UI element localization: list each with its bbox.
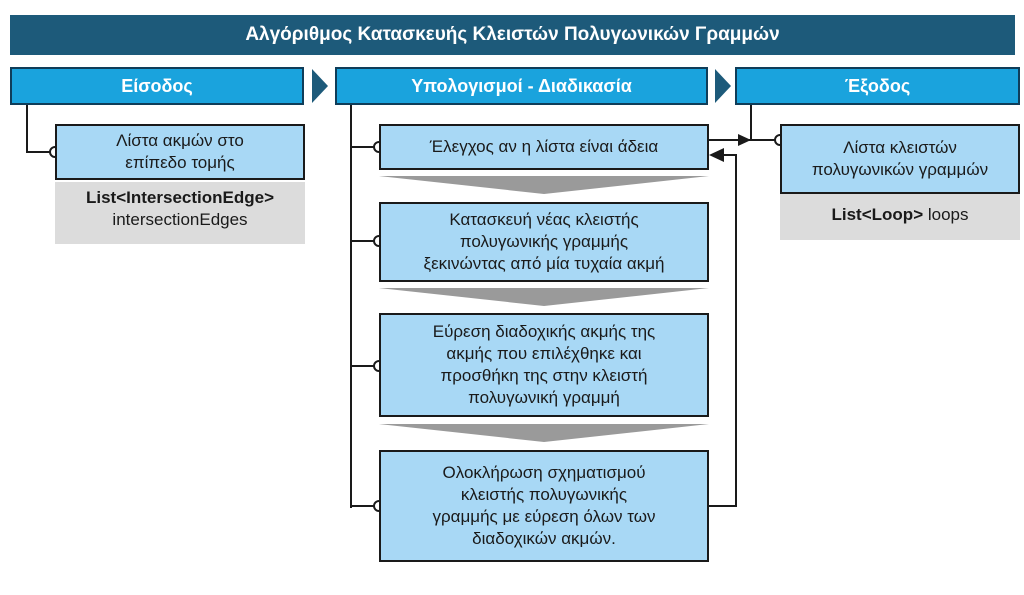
- input-line: επίπεδο τομής: [125, 153, 235, 172]
- down-arrow-icon: [379, 424, 709, 442]
- step-line: ξεκινώντας από μία τυχαία ακμή: [423, 254, 665, 273]
- step-line: προσθήκη της στην κλειστή: [440, 366, 648, 385]
- output-box: Λίστα κλειστών πολυγωνικών γραμμών: [780, 124, 1020, 194]
- loop-back-arrowhead: [709, 148, 724, 162]
- input-connector: [26, 105, 55, 153]
- input-line: Λίστα ακμών στο: [116, 131, 244, 150]
- step-line: κλειστής πολυγωνικής: [460, 485, 628, 504]
- output-connector: [750, 105, 780, 141]
- step-line: γραμμής με εύρεση όλων των: [432, 507, 656, 526]
- output-line: πολυγωνικών γραμμών: [811, 160, 989, 179]
- chevron-right-icon: [715, 69, 731, 103]
- step-check-empty: Έλεγχος αν η λίστα είναι άδεια: [379, 124, 709, 170]
- step-complete-loop: Ολοκλήρωση σχηματισμού κλειστής πολυγωνι…: [379, 450, 709, 562]
- down-arrow-icon: [379, 176, 709, 194]
- down-arrow-icon: [379, 288, 709, 306]
- input-code-type: List<IntersectionEdge>: [86, 188, 274, 207]
- step-line: ακμής που επιλέχθηκε και: [446, 344, 642, 363]
- step-new-loop: Κατασκευή νέας κλειστής πολυγωνικής γραμ…: [379, 202, 709, 282]
- input-code: List<IntersectionEdge> intersectionEdges: [55, 182, 305, 244]
- loop-back-line: [709, 154, 737, 507]
- input-box: Λίστα ακμών στο επίπεδο τομής: [55, 124, 305, 180]
- step-line: Έλεγχος αν η λίστα είναι άδεια: [429, 137, 659, 156]
- diagram-title: Αλγόριθμος Κατασκευής Κλειστών Πολυγωνικ…: [10, 15, 1015, 55]
- step-line: πολυγωνική γραμμή: [468, 388, 620, 407]
- output-line: Λίστα κλειστών: [843, 138, 957, 157]
- step-line: Ολοκλήρωση σχηματισμού: [442, 463, 646, 482]
- step-line: Κατασκευή νέας κλειστής: [449, 210, 639, 229]
- input-code-name: intersectionEdges: [112, 210, 248, 229]
- output-code: List<Loop> loops: [780, 194, 1020, 240]
- header-process: Υπολογισμοί - Διαδικασία: [335, 67, 708, 105]
- output-arrowhead: [738, 134, 751, 146]
- output-code-name: loops: [927, 205, 969, 224]
- step-line: διαδοχικών ακμών.: [472, 529, 616, 548]
- header-input: Είσοδος: [10, 67, 304, 105]
- step-line: Εύρεση διαδοχικής ακμής της: [432, 322, 656, 341]
- chevron-right-icon: [312, 69, 328, 103]
- output-code-type: List<Loop>: [831, 205, 924, 224]
- step-line: πολυγωνικής γραμμής: [459, 232, 629, 251]
- step-find-next-edge: Εύρεση διαδοχικής ακμής της ακμής που επ…: [379, 313, 709, 417]
- header-output: Έξοδος: [735, 67, 1020, 105]
